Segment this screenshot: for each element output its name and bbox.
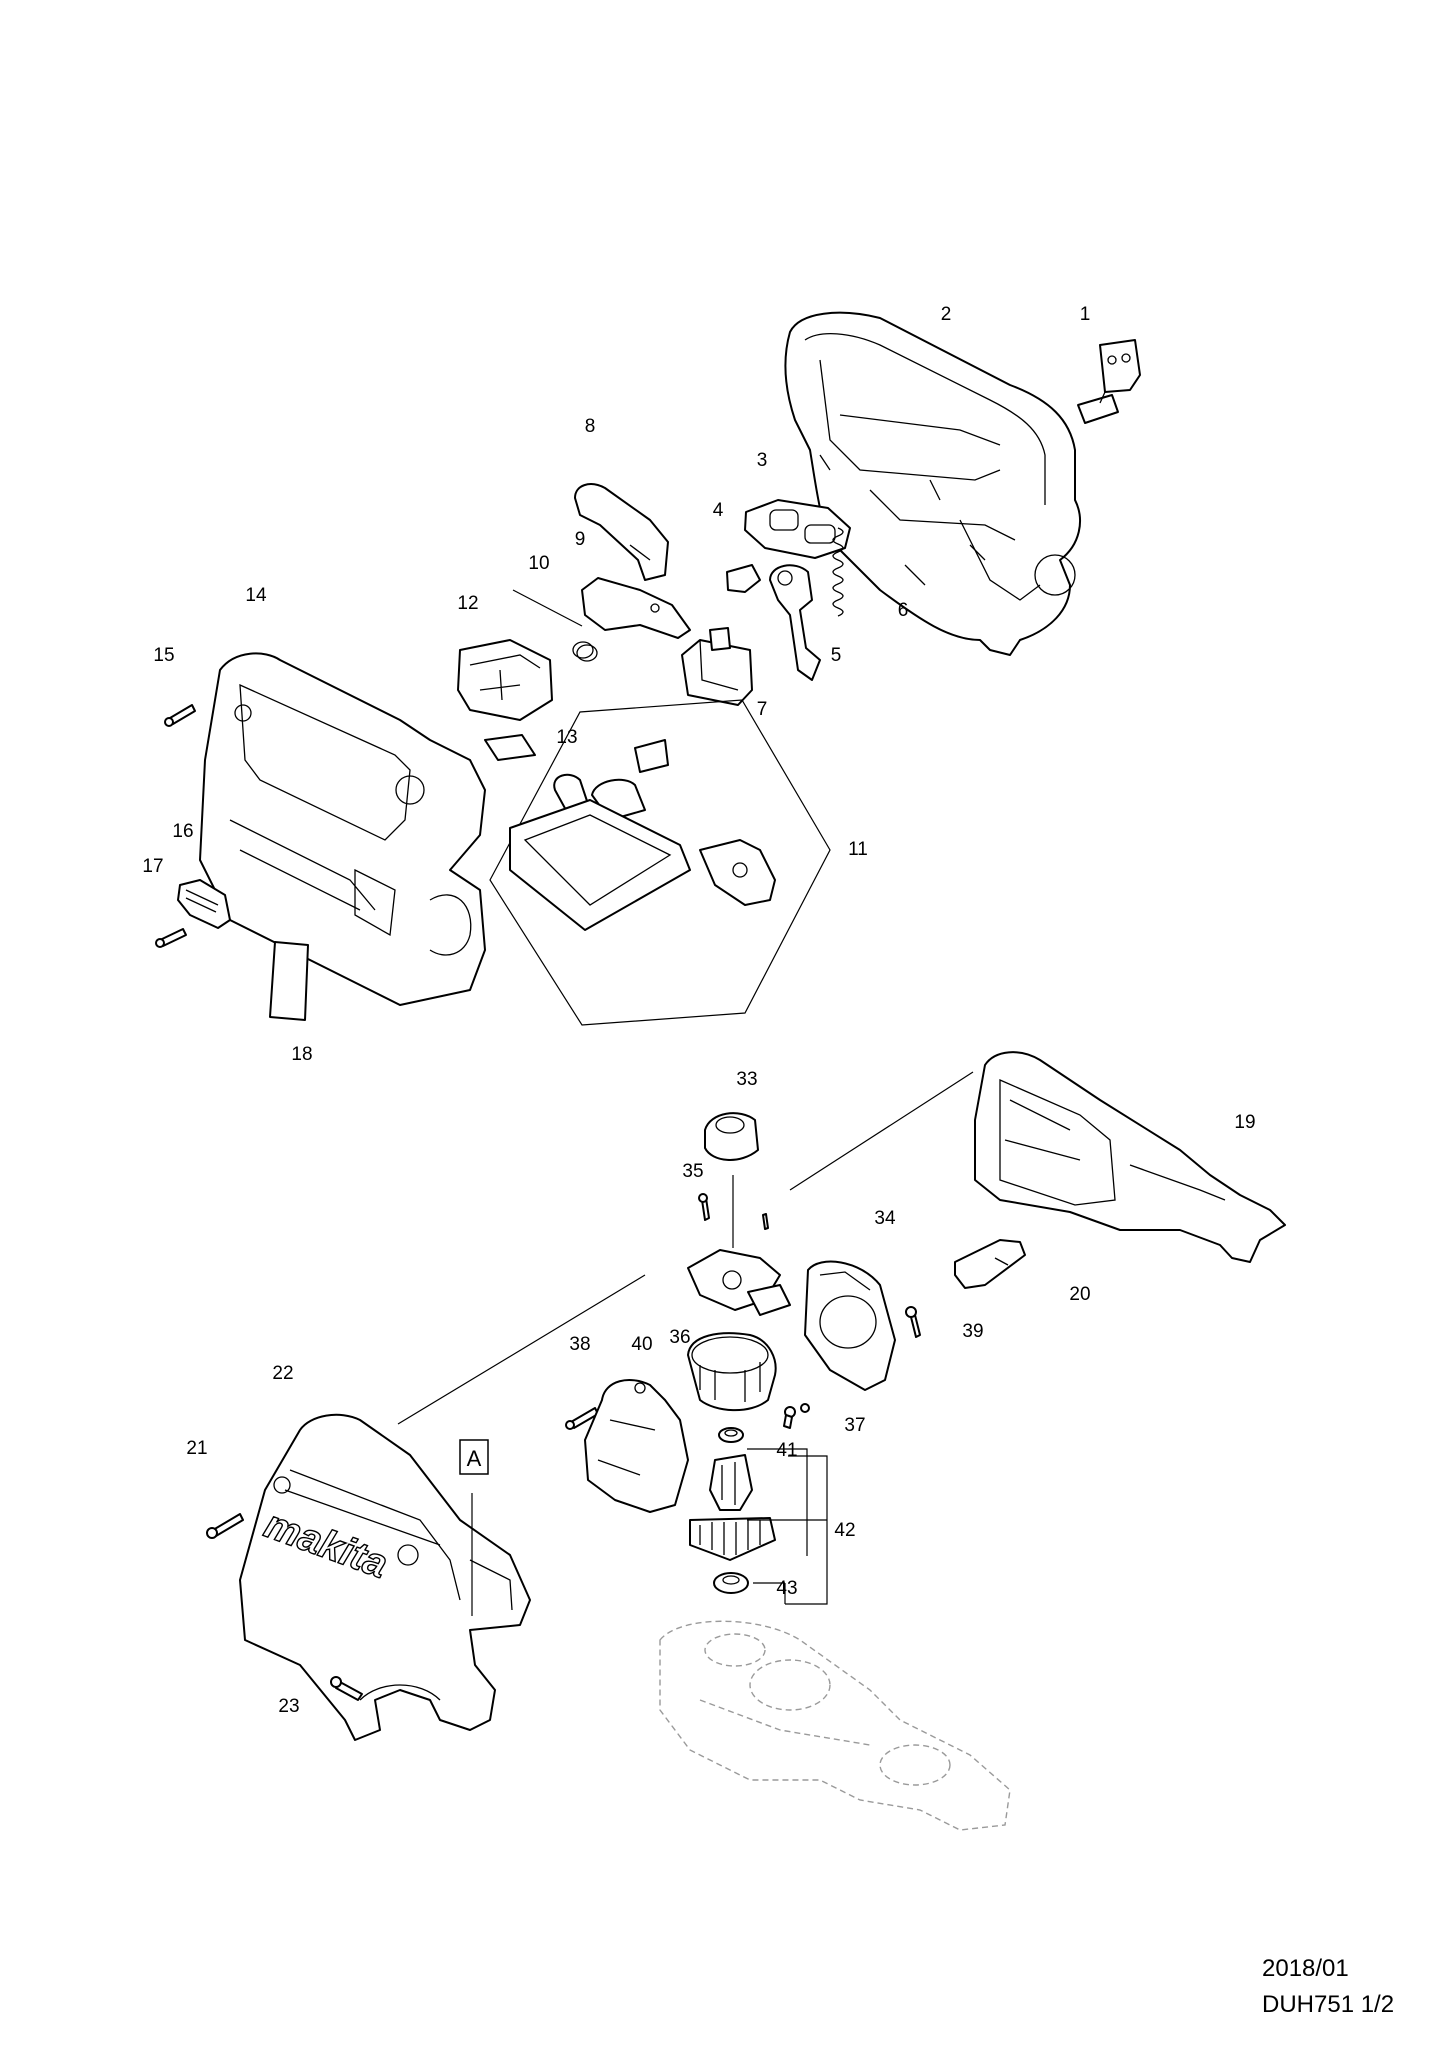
callout-38: 38 bbox=[569, 1334, 590, 1355]
callout-labels: 1234567891011121314151617181920212223333… bbox=[142, 304, 1255, 1717]
callout-9: 9 bbox=[575, 529, 586, 550]
callout-1: 1 bbox=[1080, 304, 1091, 325]
callout-21: 21 bbox=[186, 1438, 207, 1459]
part-10-spring bbox=[572, 641, 598, 662]
part-19-gear-housing bbox=[974, 1051, 1286, 1263]
callout-18: 18 bbox=[291, 1044, 312, 1065]
callout-13: 13 bbox=[556, 727, 577, 748]
callout-17: 17 bbox=[142, 856, 163, 877]
footer-model-page: DUH751 1/2 bbox=[1262, 1991, 1395, 2018]
part-33-rubber-ring bbox=[704, 1112, 759, 1161]
callout-40: 40 bbox=[631, 1334, 652, 1355]
ghost-gear-case bbox=[659, 1620, 1011, 1831]
part-3-button-pad bbox=[744, 499, 851, 559]
leader-lines bbox=[397, 589, 974, 1616]
part-23-screw bbox=[330, 1676, 363, 1701]
svg-text:A: A bbox=[467, 1446, 482, 1471]
part-6-spring bbox=[832, 527, 844, 617]
part-7-switch bbox=[681, 627, 753, 706]
part-34-motor-bracket bbox=[804, 1260, 896, 1391]
callout-42: 42 bbox=[834, 1520, 855, 1541]
part-12-terminal-holder bbox=[457, 639, 553, 721]
part-15-screw bbox=[164, 704, 196, 727]
callout-16: 16 bbox=[172, 821, 193, 842]
part-5-lock-lever bbox=[769, 564, 821, 681]
callout-35: 35 bbox=[682, 1161, 703, 1182]
part-8-trigger-cover bbox=[574, 483, 669, 581]
part-13-sheet bbox=[484, 734, 536, 761]
callout-36: 36 bbox=[669, 1327, 690, 1348]
callout-5: 5 bbox=[831, 645, 842, 666]
part-14-left-housing bbox=[199, 652, 486, 1006]
footer-date: 2018/01 bbox=[1262, 1955, 1349, 1982]
part-36-stator bbox=[687, 1332, 777, 1412]
part-20-lock-button bbox=[954, 1239, 1026, 1289]
callout-3: 3 bbox=[757, 450, 768, 471]
callout-19: 19 bbox=[1234, 1112, 1255, 1133]
callout-4: 4 bbox=[713, 500, 724, 521]
callout-33: 33 bbox=[736, 1069, 757, 1090]
part-41-bearing bbox=[718, 1427, 744, 1443]
callout-43: 43 bbox=[776, 1578, 797, 1599]
sensor-board bbox=[687, 1249, 791, 1316]
part-35-screw bbox=[698, 1193, 769, 1230]
callout-14: 14 bbox=[245, 585, 267, 606]
part-39-screw bbox=[905, 1306, 921, 1338]
part-18-label bbox=[269, 941, 309, 1021]
callout-39: 39 bbox=[962, 1321, 983, 1342]
part-16-latch-button bbox=[177, 879, 231, 929]
callout-37: 37 bbox=[844, 1415, 865, 1436]
callout-8: 8 bbox=[585, 416, 596, 437]
callout-23: 23 bbox=[278, 1696, 299, 1717]
part-9-trigger bbox=[581, 577, 691, 639]
part-21-screw bbox=[206, 1513, 244, 1539]
callout-2: 2 bbox=[941, 304, 952, 325]
part-2-handle-housing bbox=[784, 311, 1081, 656]
part-11-controller-assembly bbox=[489, 699, 831, 1026]
callout-15: 15 bbox=[153, 645, 174, 666]
part-40-motor-housing bbox=[584, 1379, 689, 1513]
callout-34: 34 bbox=[874, 1208, 896, 1229]
part-1-lever bbox=[1077, 339, 1141, 424]
part-37-screw bbox=[783, 1403, 810, 1429]
callout-10: 10 bbox=[528, 553, 549, 574]
callout-6: 6 bbox=[898, 600, 909, 621]
reference-box-a: A bbox=[459, 1439, 489, 1475]
part-4-latch bbox=[726, 564, 761, 593]
part-43-bearing bbox=[713, 1572, 749, 1594]
part-22-gear-cover bbox=[239, 1413, 531, 1741]
callout-11: 11 bbox=[848, 839, 868, 860]
callout-12: 12 bbox=[457, 593, 478, 614]
callout-41: 41 bbox=[776, 1440, 797, 1461]
callout-22: 22 bbox=[272, 1363, 293, 1384]
callout-7: 7 bbox=[757, 699, 768, 720]
callout-20: 20 bbox=[1069, 1284, 1090, 1305]
part-17-screw bbox=[155, 928, 187, 948]
part-42-rotor bbox=[689, 1454, 776, 1561]
